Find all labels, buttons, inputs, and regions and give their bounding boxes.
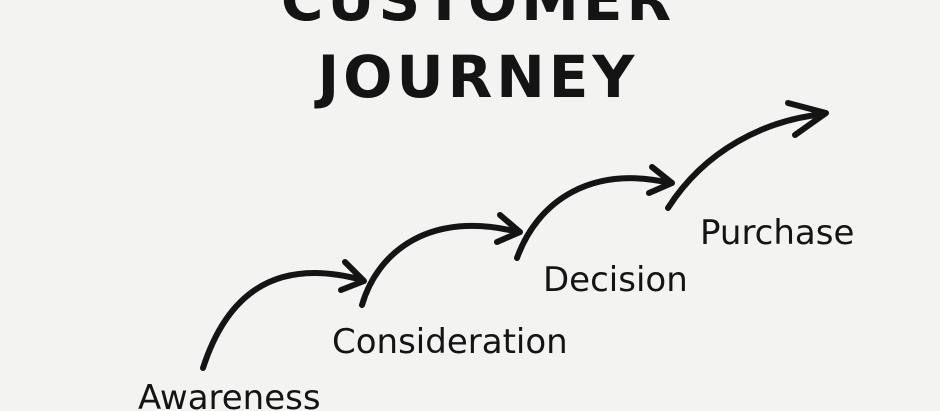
stage-label-consideration: Consideration [332, 322, 568, 362]
stage-label-awareness: Awareness [138, 378, 321, 411]
journey-arrow-2 [359, 212, 523, 308]
stage-label-decision: Decision [543, 260, 688, 300]
stage-label-purchase: Purchase [700, 213, 854, 253]
journey-arrow-4 [665, 100, 829, 211]
title-line-2: JOURNEY [314, 43, 639, 111]
journey-arrow-1 [200, 259, 367, 371]
title-line-1: CUSTOMER [281, 0, 675, 34]
journey-arrow-3 [514, 164, 675, 261]
